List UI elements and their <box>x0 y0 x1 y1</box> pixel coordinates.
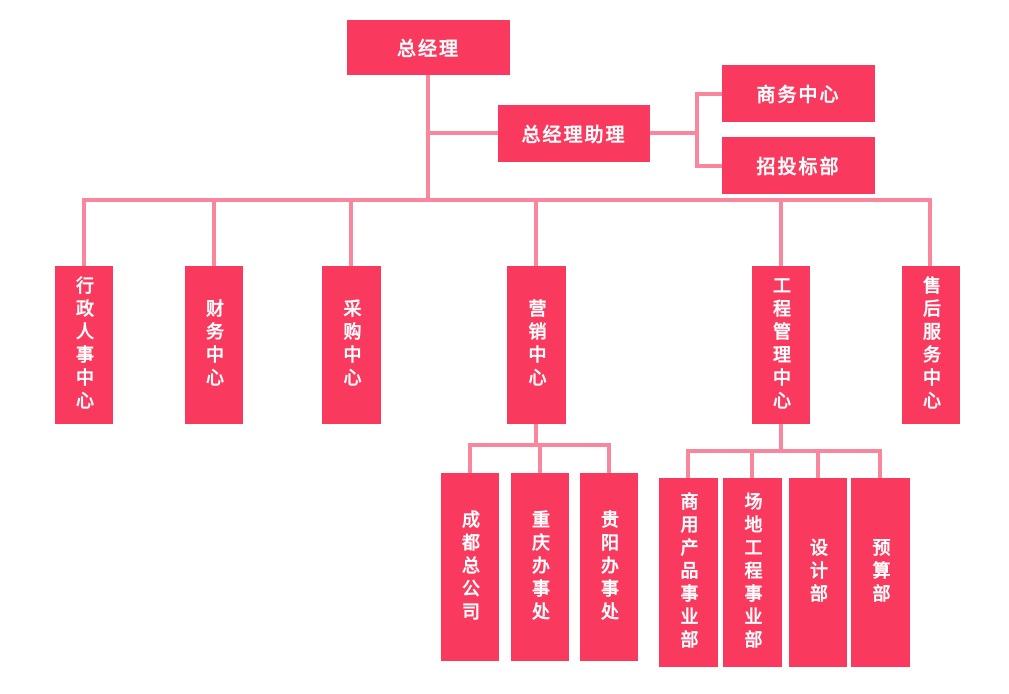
connector-stub-chongqing <box>538 443 542 473</box>
node-label: 售后服务中心 <box>921 276 941 414</box>
node-label: 采购中心 <box>341 299 362 391</box>
node-design-department: 设计部 <box>789 478 847 667</box>
node-label: 场地工程事业部 <box>742 492 763 653</box>
node-chengdu-head-office: 成都总公司 <box>441 473 499 661</box>
connector-stub-procurement <box>349 198 353 266</box>
node-marketing-center: 营销中心 <box>507 266 566 424</box>
connector-stub-chengdu <box>468 443 472 473</box>
connector-stub-finance <box>212 198 216 266</box>
connector-level2-horizontal <box>82 198 932 202</box>
connector-assistant-left <box>426 131 498 135</box>
node-guiyang-office: 贵阳办事处 <box>580 473 638 661</box>
node-general-manager: 总经理 <box>347 20 510 75</box>
node-label: 招投标部 <box>756 157 841 178</box>
node-business-center: 商务中心 <box>722 65 875 122</box>
connector-stub-after-sales <box>928 198 932 266</box>
node-label: 预算部 <box>870 538 891 607</box>
connector-assistant-right <box>650 131 699 135</box>
node-label: 设计部 <box>808 538 828 607</box>
connector-marketing-vertical <box>534 424 538 447</box>
node-chongqing-office: 重庆办事处 <box>511 473 569 661</box>
node-label: 营销中心 <box>526 299 547 391</box>
connector-engineering-vertical <box>779 424 783 453</box>
node-label: 成都总公司 <box>460 509 480 625</box>
node-label: 商用产品事业部 <box>678 492 699 653</box>
node-bidding-department: 招投标部 <box>722 137 875 194</box>
node-budget-department: 预算部 <box>851 478 910 667</box>
node-engineering-management-center: 工程管理中心 <box>752 266 810 424</box>
node-procurement-center: 采购中心 <box>322 266 381 424</box>
node-label: 行政人事中心 <box>74 276 94 414</box>
node-site-engineering-division: 场地工程事业部 <box>723 478 782 667</box>
connector-root-vertical <box>426 75 430 200</box>
node-label: 财务中心 <box>204 299 224 391</box>
connector-stub-design <box>816 449 820 478</box>
connector-stub-site-engineering <box>750 449 754 478</box>
connector-stub-commercial-products <box>686 449 690 478</box>
connector-stub-budget <box>878 449 882 478</box>
node-label: 贵阳办事处 <box>599 509 619 625</box>
node-label: 工程管理中心 <box>771 276 791 414</box>
node-finance-center: 财务中心 <box>185 266 243 424</box>
node-after-sales-service-center: 售后服务中心 <box>902 266 960 424</box>
connector-stub-marketing <box>534 198 538 266</box>
node-label: 商务中心 <box>756 85 841 106</box>
connector-assistant-branch-vertical <box>695 92 699 168</box>
node-label: 总经理 <box>396 39 460 60</box>
connector-stub-engineering <box>779 198 783 266</box>
connector-engineering-horizontal <box>686 449 882 453</box>
node-general-manager-assistant: 总经理助理 <box>498 105 650 162</box>
node-commercial-products-division: 商用产品事业部 <box>659 478 718 667</box>
node-label: 总经理助理 <box>521 125 627 146</box>
connector-stub-admin-hr <box>82 198 86 266</box>
node-label: 重庆办事处 <box>530 509 550 625</box>
node-admin-hr-center: 行政人事中心 <box>55 266 113 424</box>
connector-bidding-dept-stub <box>697 164 722 168</box>
connector-stub-guiyang <box>607 443 611 473</box>
connector-business-center-stub <box>697 92 722 96</box>
